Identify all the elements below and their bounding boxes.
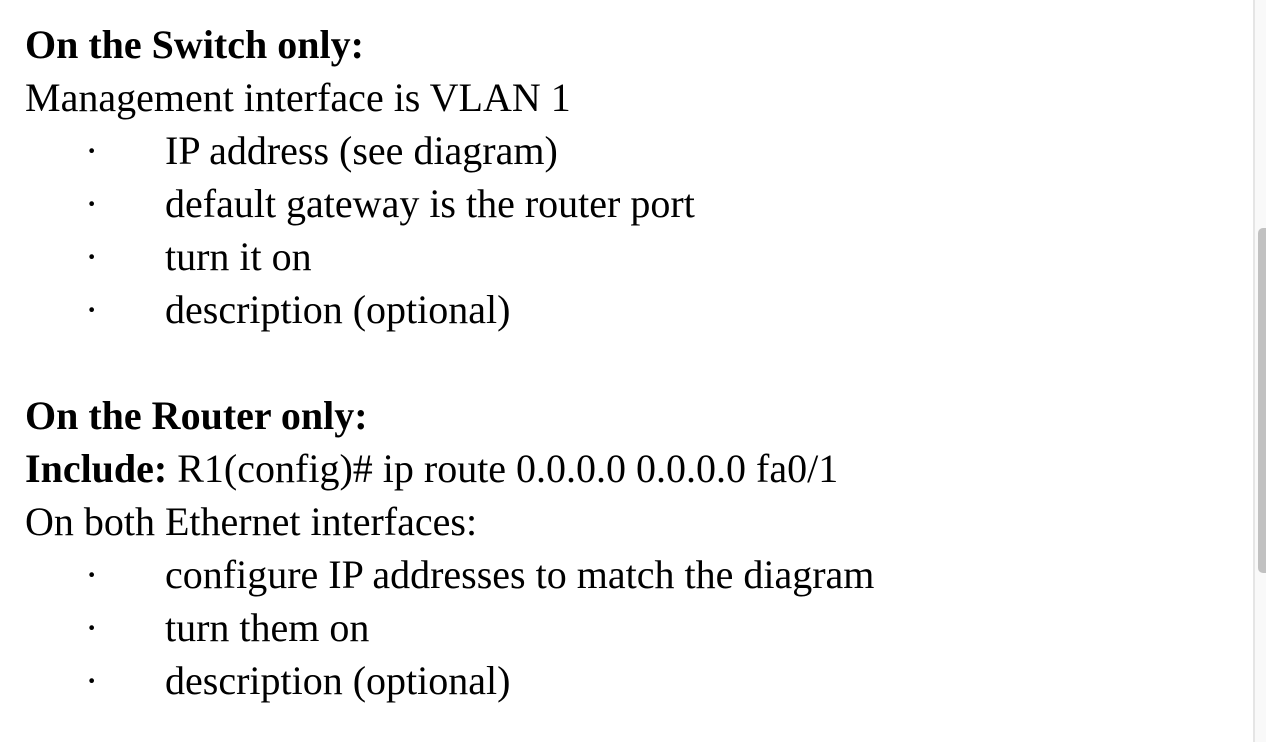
list-item-label: IP address (see diagram) — [165, 128, 558, 173]
list-item-label: description (optional) — [165, 287, 511, 332]
section-router-intro: On both Ethernet interfaces: — [25, 499, 478, 544]
list-item: · turn them on — [25, 601, 1253, 654]
section-switch-heading: On the Switch only: — [25, 18, 1253, 71]
list-item: · description (optional) — [25, 654, 1253, 707]
list-item: · description (optional) — [25, 283, 1253, 336]
bullet-marker: · — [85, 234, 99, 279]
list-item: · configure IP addresses to match the di… — [25, 548, 1253, 601]
bullet-marker: · — [85, 128, 99, 173]
bullet-marker: · — [85, 287, 99, 332]
list-item-label: configure IP addresses to match the diag… — [165, 552, 875, 597]
section-switch-intro: Management interface is VLAN 1 — [25, 75, 571, 120]
list-item-label: turn them on — [165, 605, 370, 650]
list-item: · default gateway is the router port — [25, 177, 1253, 230]
scrollbar-thumb[interactable] — [1258, 228, 1266, 573]
list-item-label: default gateway is the router port — [165, 181, 695, 226]
list-item: · turn it on — [25, 230, 1253, 283]
bullet-marker: · — [85, 605, 99, 650]
section-router-heading-text: On the Router only: — [25, 393, 368, 438]
section-switch-heading-text: On the Switch only: — [25, 22, 364, 67]
include-label: Include: — [25, 446, 168, 491]
blank-line — [25, 336, 1253, 389]
scrollbar-track[interactable] — [1253, 0, 1266, 742]
list-item-label: description (optional) — [165, 658, 511, 703]
include-command: R1(config)# ip route 0.0.0.0 0.0.0.0 fa0… — [167, 446, 839, 491]
bullet-marker: · — [85, 552, 99, 597]
section-router-heading: On the Router only: — [25, 389, 1253, 442]
bullet-marker: · — [85, 181, 99, 226]
list-item-label: turn it on — [165, 234, 312, 279]
bullet-marker: · — [85, 658, 99, 703]
list-item: · IP address (see diagram) — [25, 124, 1253, 177]
include-line: Include: R1(config)# ip route 0.0.0.0 0.… — [25, 442, 1253, 495]
